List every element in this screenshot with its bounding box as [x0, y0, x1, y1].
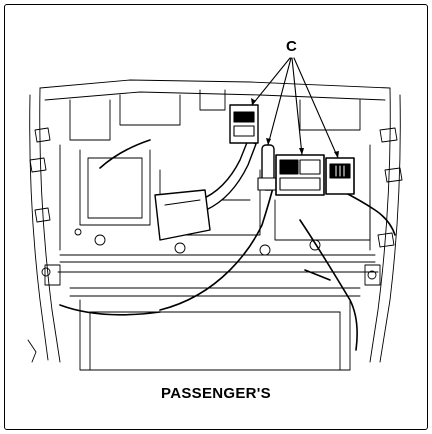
callout-leaders [251, 57, 339, 159]
callout-arrowheads [251, 98, 339, 158]
connector-1 [229, 104, 259, 144]
harness-connector-block [154, 189, 211, 241]
vehicle-frame-structure [27, 79, 403, 371]
harness-wires [59, 139, 396, 351]
harness-bundle-left [154, 139, 257, 241]
callout-label-c: C [286, 38, 297, 55]
diagram-border [4, 4, 428, 430]
diagram-caption: PASSENGER'S [161, 385, 271, 402]
connector-2 [257, 144, 279, 191]
connector-3 [275, 154, 325, 196]
connector-4 [325, 157, 355, 195]
